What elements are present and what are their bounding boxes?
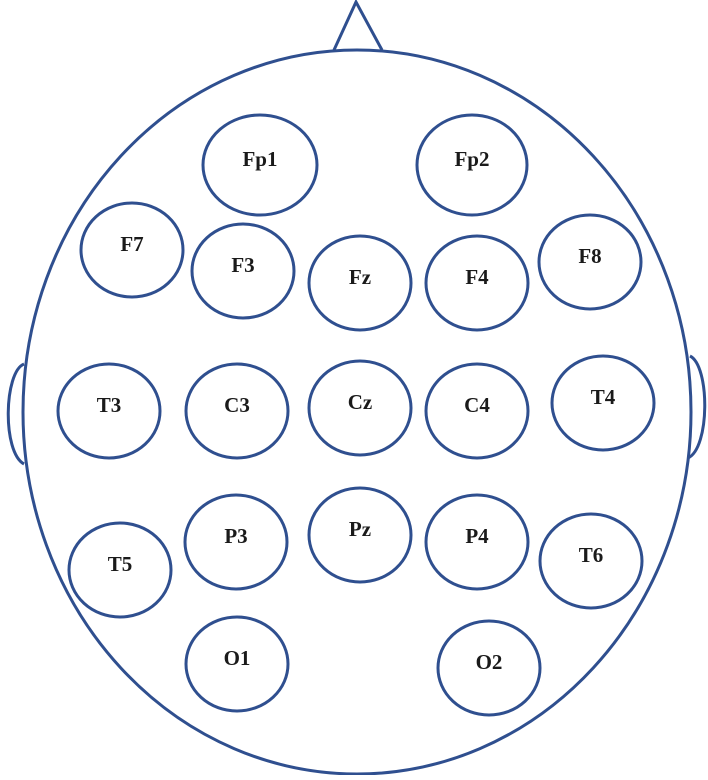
electrode-circle xyxy=(79,201,185,299)
electrode-t3: T3 xyxy=(56,362,162,460)
electrode-circle xyxy=(550,354,656,452)
electrode-t6: T6 xyxy=(538,512,644,610)
electrode-circle xyxy=(67,521,173,619)
right-ear xyxy=(687,354,707,460)
electrode-label: F4 xyxy=(465,265,489,289)
electrode-f3: F3 xyxy=(190,222,296,320)
electrode-circle xyxy=(307,486,413,584)
electrode-circle xyxy=(424,493,530,591)
electrode-circle xyxy=(307,234,413,332)
electrode-label: O1 xyxy=(224,646,251,670)
electrode-label: T5 xyxy=(108,552,133,576)
electrode-label: C3 xyxy=(224,393,250,417)
electrode-circle xyxy=(183,493,289,591)
electrode-label: P4 xyxy=(465,524,489,548)
electrode-c3: C3 xyxy=(184,362,290,460)
electrode-label: Cz xyxy=(348,390,373,414)
electrode-circle xyxy=(538,512,644,610)
electrode-fp1: Fp1 xyxy=(201,113,319,217)
electrode-label: O2 xyxy=(476,650,503,674)
electrode-label: Fp1 xyxy=(242,147,277,171)
electrode-t5: T5 xyxy=(67,521,173,619)
electrode-c4: C4 xyxy=(424,362,530,460)
electrode-circle xyxy=(415,113,529,217)
electrode-label: T6 xyxy=(579,543,604,567)
electrode-label: Fp2 xyxy=(454,147,489,171)
electrode-f4: F4 xyxy=(424,234,530,332)
electrode-f7: F7 xyxy=(79,201,185,299)
electrode-circle xyxy=(190,222,296,320)
electrode-p4: P4 xyxy=(424,493,530,591)
electrode-label: T3 xyxy=(97,393,122,417)
electrode-label: F8 xyxy=(578,244,601,268)
electrode-circle xyxy=(184,615,290,713)
electrode-o1: O1 xyxy=(184,615,290,713)
electrode-f8: F8 xyxy=(537,213,643,311)
electrode-circle xyxy=(307,359,413,457)
electrode-circle xyxy=(201,113,319,217)
electrode-circle xyxy=(537,213,643,311)
electrode-label: T4 xyxy=(591,385,616,409)
electrode-t4: T4 xyxy=(550,354,656,452)
electrode-fp2: Fp2 xyxy=(415,113,529,217)
electrode-o2: O2 xyxy=(436,619,542,717)
nose xyxy=(332,0,384,51)
electrode-circle xyxy=(184,362,290,460)
left-ear xyxy=(6,362,25,466)
electrode-circle xyxy=(424,362,530,460)
electrode-label: Fz xyxy=(349,265,371,289)
electrode-label: Pz xyxy=(349,517,371,541)
electrode-circle xyxy=(424,234,530,332)
electrode-fz: Fz xyxy=(307,234,413,332)
electrode-p3: P3 xyxy=(183,493,289,591)
electrode-label: C4 xyxy=(464,393,490,417)
electrode-label: F7 xyxy=(120,232,143,256)
electrode-circle xyxy=(56,362,162,460)
electrode-circle xyxy=(436,619,542,717)
electrode-cz: Cz xyxy=(307,359,413,457)
electrode-label: P3 xyxy=(224,524,247,548)
electrode-label: F3 xyxy=(231,253,254,277)
electrode-pz: Pz xyxy=(307,486,413,584)
